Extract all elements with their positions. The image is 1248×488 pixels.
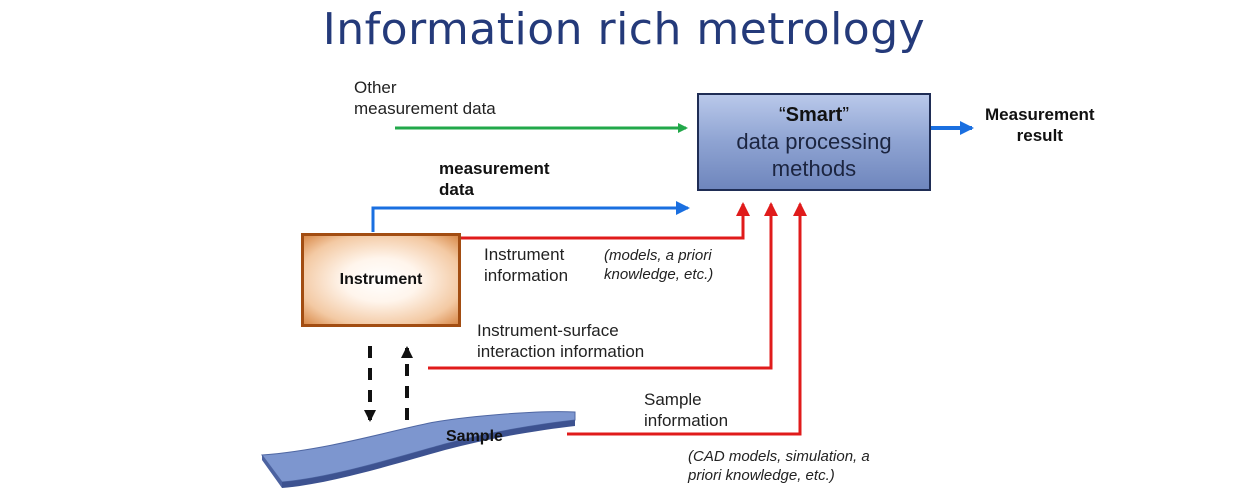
instrument-label: Instrument [339, 271, 423, 288]
sample-shape [261, 411, 576, 488]
measurement-result-label: Measurement result [985, 105, 1095, 145]
smart-title: “Smart” [778, 104, 850, 126]
page-title: Information rich metrology [322, 4, 926, 55]
instrument-info-note: (models, a priori knowledge, etc.) [604, 247, 714, 283]
interaction-info-label: Instrument-surface interaction informati… [477, 321, 645, 361]
interaction-info-arrow [428, 202, 778, 370]
smart-line-2: data processing [736, 129, 892, 154]
sample-label: Sample [446, 428, 503, 445]
smart-processing-box: “Smart” data processing methods [697, 93, 931, 191]
measurement-data-arrow [371, 201, 690, 232]
measurement-data-label: measurement data [439, 159, 550, 199]
instrument-info-label: Instrument information [484, 245, 569, 285]
other-data-label: Other measurement data [354, 78, 496, 118]
smart-line-3: methods [771, 156, 857, 181]
sample-info-note: (CAD models, simulation, a priori knowle… [688, 448, 870, 484]
instrument-box: Instrument [301, 233, 461, 327]
sample-info-arrow [567, 202, 807, 436]
instrument-info-arrow [461, 202, 750, 240]
sample-info-label: Sample information [644, 390, 729, 430]
